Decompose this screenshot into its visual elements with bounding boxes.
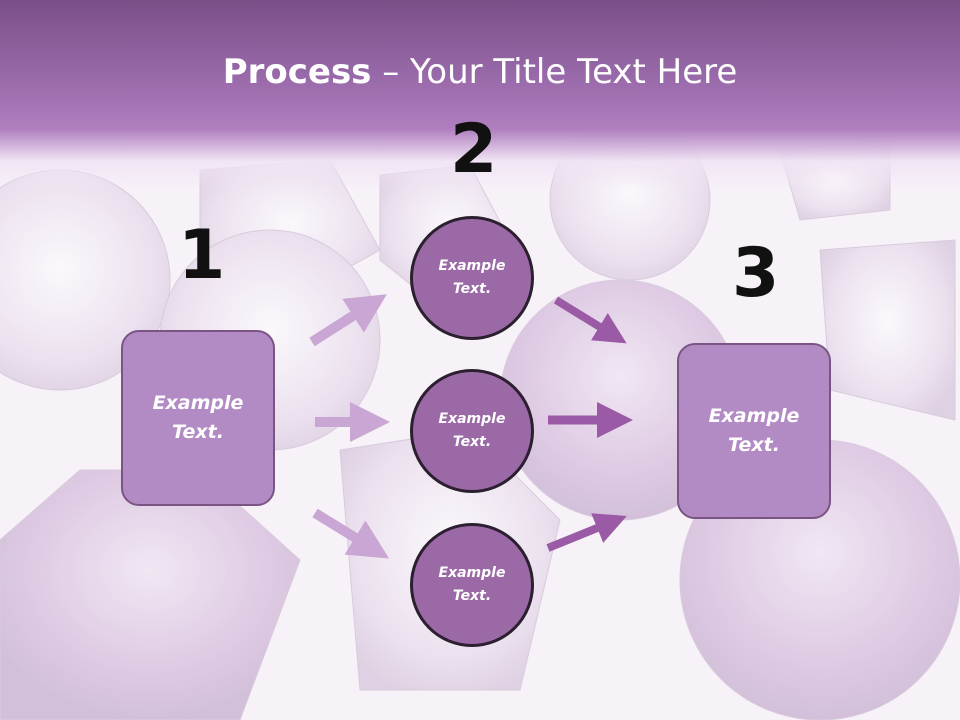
circle-top-text: Example Text. bbox=[438, 258, 506, 297]
page-title: Process – Your Title Text Here bbox=[0, 52, 960, 92]
step-3-text: Example Text. bbox=[708, 405, 800, 456]
step-2-circle-middle[interactable]: Example Text. bbox=[410, 369, 534, 493]
step-number-3: 3 bbox=[732, 234, 780, 313]
arrow-2c-to-3 bbox=[546, 513, 627, 552]
step-number-1: 1 bbox=[178, 216, 226, 295]
step-1-text: Example Text. bbox=[152, 392, 244, 443]
arrow-1-to-2c bbox=[312, 508, 390, 559]
arrow-1-to-2a bbox=[309, 294, 387, 347]
title-rest: – Your Title Text Here bbox=[371, 52, 738, 92]
circle-bottom-text: Example Text. bbox=[438, 565, 506, 604]
arrow-2a-to-3 bbox=[553, 296, 627, 344]
circle-middle-text: Example Text. bbox=[438, 411, 506, 450]
step-2-circle-bottom[interactable]: Example Text. bbox=[410, 523, 534, 647]
title-banner bbox=[0, 0, 960, 190]
step-3-box[interactable]: Example Text. bbox=[677, 343, 831, 519]
step-1-box[interactable]: Example Text. bbox=[121, 330, 275, 506]
step-2-circle-top[interactable]: Example Text. bbox=[410, 216, 534, 340]
step-number-2: 2 bbox=[450, 110, 498, 189]
title-bold: Process bbox=[222, 52, 372, 92]
